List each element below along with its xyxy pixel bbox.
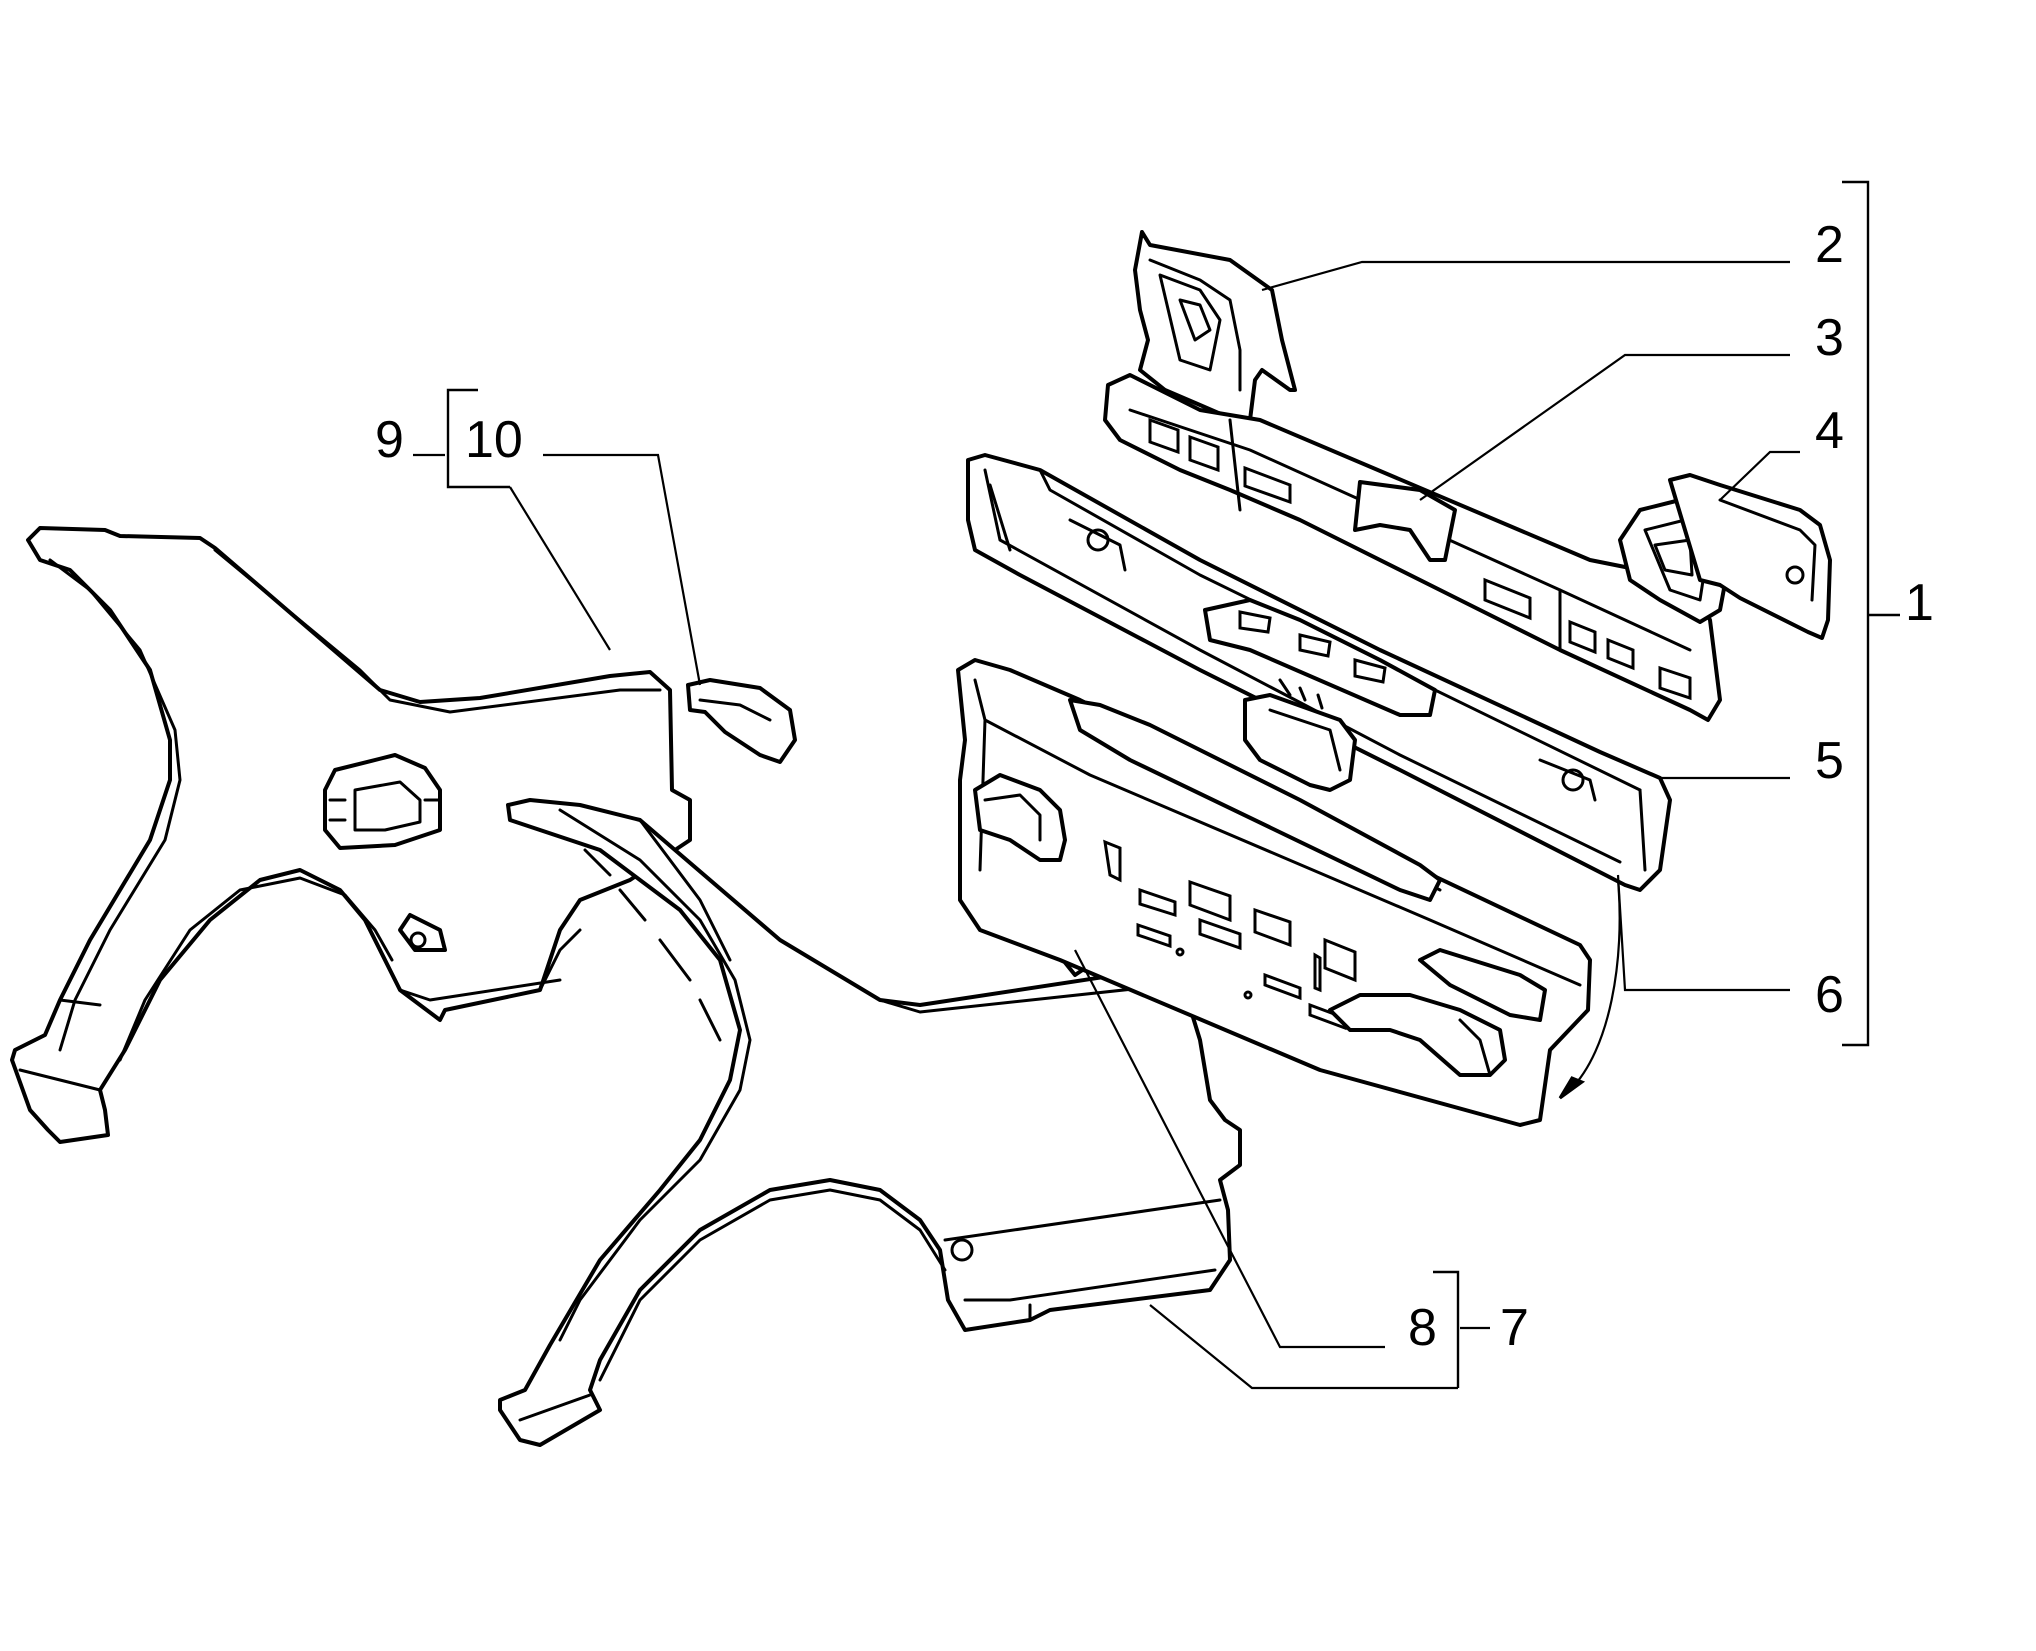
leader-8b xyxy=(1149,1304,1458,1390)
callout-1: 1 xyxy=(1905,574,1934,632)
callout-9: 9 xyxy=(375,411,404,469)
leader-8 xyxy=(1074,949,1385,1349)
callout-5: 5 xyxy=(1815,732,1844,790)
upper-crossmember-assembly xyxy=(1103,230,1832,722)
left-side-panel xyxy=(10,526,692,1144)
arrow-6 xyxy=(1569,879,1621,1091)
callout-10: 10 xyxy=(465,411,523,469)
callout-7: 7 xyxy=(1500,1299,1529,1357)
leader-6 xyxy=(1616,874,1790,992)
grouping-brackets xyxy=(446,180,1900,1388)
bracket-1 xyxy=(1842,180,1870,1047)
callout-6: 6 xyxy=(1815,966,1844,1024)
rear-lower-panel-part-6 xyxy=(956,658,1592,1127)
leader-lines xyxy=(413,260,1800,1390)
leader-9b xyxy=(509,486,611,651)
bracket-7-8 xyxy=(1433,1270,1460,1388)
bracket-9-10 xyxy=(446,388,510,489)
callout-2: 2 xyxy=(1815,216,1844,274)
leader-4 xyxy=(1719,450,1800,501)
small-bracket-part-10 xyxy=(686,678,797,764)
callout-8: 8 xyxy=(1408,1299,1437,1357)
leader-10 xyxy=(543,453,702,686)
callout-4: 4 xyxy=(1815,402,1844,460)
callout-labels: 1 2 3 4 5 6 7 8 9 10 xyxy=(375,216,1934,1357)
rear-panel-member-part-5 xyxy=(966,453,1672,892)
callout-3: 3 xyxy=(1815,309,1844,367)
leader-3 xyxy=(1419,353,1790,501)
leader-2 xyxy=(1261,260,1790,292)
